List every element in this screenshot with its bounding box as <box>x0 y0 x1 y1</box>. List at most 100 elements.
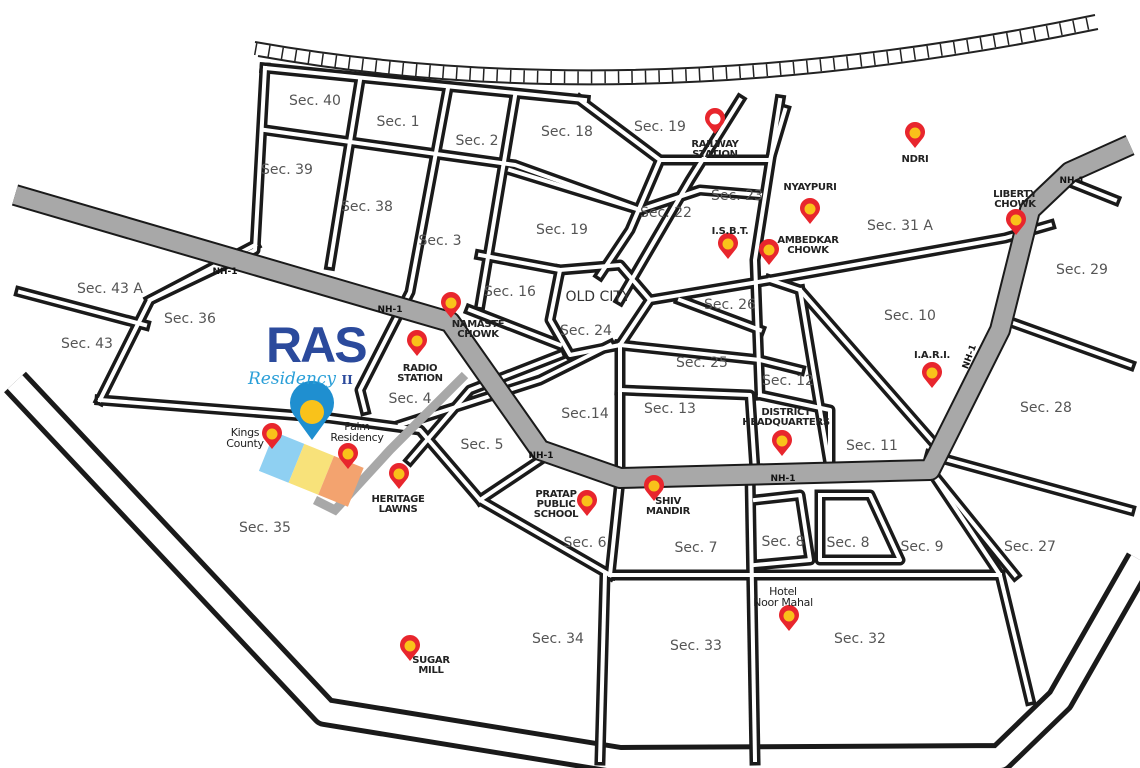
sector-label: Sec. 38 <box>341 199 393 215</box>
road <box>507 167 763 212</box>
road <box>818 493 902 562</box>
railway-track <box>254 14 1096 72</box>
project-plot <box>288 443 334 495</box>
road <box>262 127 643 213</box>
sector-label: Sec. 31 A <box>867 218 933 234</box>
road <box>927 467 1033 703</box>
road-outline <box>922 462 1037 707</box>
sector-label: Sec. 28 <box>1020 400 1072 416</box>
sector-label: Sec. 27 <box>1004 539 1056 555</box>
sector-label: Sec. 35 <box>239 520 291 536</box>
road <box>747 472 758 763</box>
road <box>927 467 1018 578</box>
sector-label: Sec. 1 <box>376 114 420 130</box>
road <box>97 65 268 403</box>
road <box>358 85 451 413</box>
sector-label: Sec. 29 <box>1056 262 1108 278</box>
project-site <box>258 431 364 507</box>
road <box>97 397 613 578</box>
pin-center <box>722 238 734 250</box>
nh1-label: NH-1 <box>377 305 403 315</box>
pin-center <box>393 468 405 480</box>
poi-label: NDRI <box>901 154 929 165</box>
sector-label: OLD CITY <box>565 289 631 305</box>
pin-center <box>404 640 416 652</box>
poi-label: RAILWAY STATION <box>691 139 739 160</box>
sector-label: Sec. 3 <box>418 233 462 249</box>
pin-center <box>1010 214 1022 226</box>
sector-label: Sec. 39 <box>261 162 313 178</box>
poi-label: LIBERTY CHOWK <box>993 189 1037 210</box>
project-plot <box>318 455 364 507</box>
sector-label: Sec. 9 <box>900 539 944 555</box>
nh1-label: NH-1 <box>1059 176 1085 186</box>
ras-residency-logo: RAS Residency II <box>248 317 368 388</box>
sector-label: Sec. 5 <box>460 437 504 453</box>
poi-label: AMBEDKAR CHOWK <box>777 235 839 256</box>
sector-label: Sec. 16 <box>484 284 536 300</box>
road <box>617 342 803 373</box>
pin-center <box>763 244 775 256</box>
sector-label: Sec. 6 <box>563 535 607 551</box>
sector-label: Sec. 13 <box>644 401 696 417</box>
pin-center <box>776 435 788 447</box>
sector-label: Sec. 26 <box>704 297 756 313</box>
nh1-highway <box>12 136 1134 487</box>
logo-suffix: II <box>341 373 353 387</box>
road <box>617 97 743 303</box>
poi-label: SHIV MANDIR <box>646 496 690 517</box>
sector-label: Sec. 19 <box>634 119 686 135</box>
poi-label: SUGAR MILL <box>412 655 450 676</box>
sector-label: Sec. 11 <box>846 438 898 454</box>
road <box>397 342 613 428</box>
logo-subtitle-text: Residency <box>248 369 337 389</box>
nh1-label: NH-1 <box>528 451 554 461</box>
road <box>617 387 758 473</box>
pin-center <box>411 335 423 347</box>
road <box>477 457 543 503</box>
sector-label: Sec. 43 A <box>77 281 143 297</box>
poi-label: PRATAP PUBLIC SCHOOL <box>533 489 579 520</box>
sector-label: Sec. 40 <box>289 93 341 109</box>
sector-label: Sec. 8 <box>826 535 870 551</box>
sector-label: Sec. 43 <box>61 336 113 352</box>
pin-center <box>445 297 457 309</box>
pin-center <box>783 610 795 622</box>
sector-label: Sec. 18 <box>541 124 593 140</box>
sector-label: Sec. 7 <box>674 540 718 556</box>
sector-label: Sec. 34 <box>532 631 584 647</box>
road <box>597 157 663 278</box>
logo-subtitle: Residency II <box>248 370 353 389</box>
poi-label: HERITAGE LAWNS <box>371 494 425 515</box>
poi-label: Kings County <box>226 426 264 450</box>
sector-label: Sec. 10 <box>884 308 936 324</box>
sector-label: Sec. 12 <box>762 373 814 389</box>
sector-label: Sec. 4 <box>388 391 432 407</box>
sector-label: Sec.14 <box>561 406 609 422</box>
sector-label: Sec. 2 <box>455 133 499 149</box>
sector-label: Sec. 24 <box>560 323 612 339</box>
logo-brand: RAS <box>266 317 368 373</box>
road <box>407 352 563 463</box>
road <box>17 289 148 328</box>
road <box>327 77 363 268</box>
sector-label: Sec. 8 <box>761 534 805 550</box>
road <box>477 93 518 308</box>
pin-center <box>266 428 278 440</box>
railway-track <box>257 28 1099 86</box>
road <box>757 392 832 472</box>
sector-label: Sec. 36 <box>164 311 216 327</box>
poi-label: NAMASTE CHOWK <box>451 319 505 340</box>
sector-label: Sec. 22 <box>640 205 692 221</box>
link-road <box>312 371 469 516</box>
road <box>1002 317 1133 368</box>
road <box>753 97 783 398</box>
sector-label: Sec. 23 <box>711 188 763 204</box>
poi-label: I.A.R.I. <box>913 350 951 361</box>
road <box>927 452 1133 513</box>
nh1-label: NH-1 <box>770 474 796 484</box>
pin-center <box>581 495 593 507</box>
poi-label: Palm Residency <box>330 420 384 444</box>
